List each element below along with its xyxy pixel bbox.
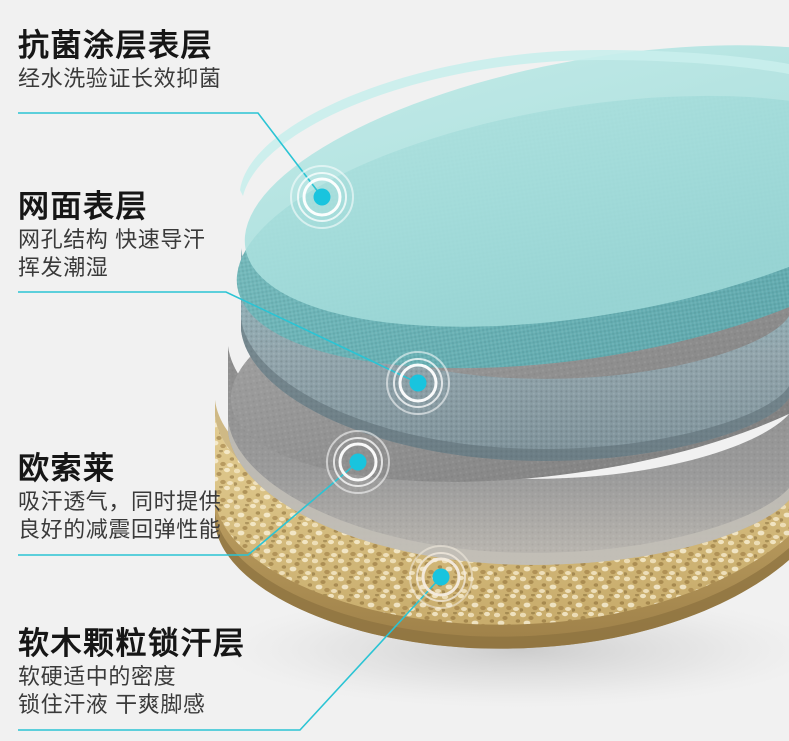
ripple-ring-inner <box>421 557 461 597</box>
marker-dot <box>313 188 331 206</box>
callout-subtitle-line: 吸汗透气，同时提供 <box>18 488 222 514</box>
marker-mesh-surface[interactable] <box>386 351 450 415</box>
callout-subtitle-line: 网孔结构 快速导汗 <box>18 226 206 252</box>
marker-foam-core[interactable] <box>326 430 390 494</box>
leader-antibacterial-coating <box>18 112 323 198</box>
ripple-ring-outer <box>326 430 390 494</box>
layer-cork-base <box>215 400 789 649</box>
ripple-ring-mid <box>393 358 443 408</box>
callout-title: 欧索莱 <box>18 451 116 486</box>
callout-title: 抗菌涂层表层 <box>18 28 213 63</box>
ripple-ring-outer <box>386 351 450 415</box>
callout-subtitle-line: 软硬适中的密度 <box>18 663 177 689</box>
leader-cork-base <box>18 576 442 731</box>
marker-dot <box>349 453 367 471</box>
ripple-ring-outer <box>290 165 354 229</box>
callout-subtitle-line: 挥发潮湿 <box>18 255 109 281</box>
callout-subtitle-line: 良好的减震回弹性能 <box>18 517 222 543</box>
callout-cork-base: 软木颗粒锁汗层 软硬适中的密度 锁住汗液 干爽脚感 <box>18 625 246 720</box>
marker-cork-base[interactable] <box>409 545 473 609</box>
callout-mesh-surface: 网面表层 网孔结构 快速导汗 挥发潮湿 <box>18 188 206 283</box>
callout-antibacterial-coating: 抗菌涂层表层 经水洗验证长效抑菌 <box>18 27 221 93</box>
layer-antibacterial-coating <box>240 45 789 327</box>
ripple-ring-outer <box>409 545 473 609</box>
leader-mesh-surface <box>18 291 419 384</box>
ripple-ring-mid <box>333 437 383 487</box>
marker-dot <box>409 374 427 392</box>
callout-foam-core: 欧索莱 吸汗透气，同时提供 良好的减震回弹性能 <box>18 450 221 545</box>
leader-foam-core <box>18 461 359 556</box>
marker-dot <box>432 568 450 586</box>
marker-antibacterial-coating[interactable] <box>290 165 354 229</box>
callout-leader-lines <box>18 112 442 731</box>
ripple-ring-inner <box>398 363 438 403</box>
layer-mesh-band <box>241 248 789 461</box>
ripple-ring-mid <box>416 552 466 602</box>
callout-subtitle-line: 经水洗验证长效抑菌 <box>18 65 222 91</box>
callout-subtitle-line: 锁住汗液 干爽脚感 <box>18 692 206 718</box>
callout-title: 网面表层 <box>18 189 148 224</box>
callout-title: 软木颗粒锁汗层 <box>18 626 246 661</box>
ripple-ring-mid <box>297 172 347 222</box>
ripple-ring-inner <box>338 442 378 482</box>
ripple-ring-inner <box>302 177 342 217</box>
